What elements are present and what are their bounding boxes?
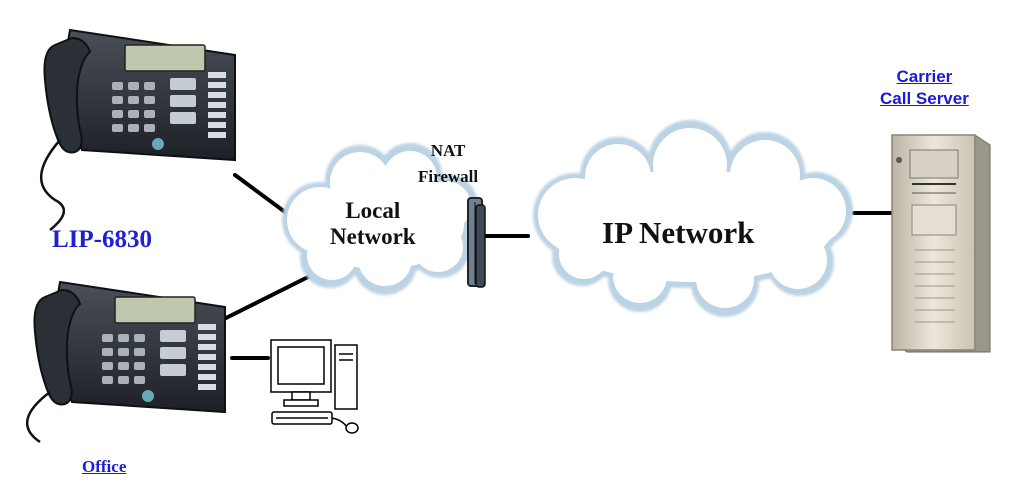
local-network-line-2: Network	[330, 224, 416, 249]
ip-network-cloud	[533, 120, 853, 317]
carrier-call-server-label[interactable]: Carrier Call Server	[880, 66, 969, 110]
phone-office-icon	[25, 280, 226, 444]
firewall-icon	[467, 197, 486, 288]
call-server-icon	[891, 134, 991, 353]
carrier-link[interactable]: Carrier	[896, 67, 953, 86]
local-network-cloud	[282, 143, 478, 295]
nat-label: NAT	[430, 141, 466, 160]
nat-firewall-label: NAT Firewall	[418, 138, 478, 190]
phone-lip-6830-icon	[39, 28, 236, 231]
office-link[interactable]: Office	[82, 457, 127, 476]
wire-phone2-local	[220, 270, 320, 322]
desktop-computer-icon	[270, 339, 359, 434]
connection-lines	[220, 173, 894, 360]
phone-model-label: LIP-6830	[52, 226, 152, 253]
local-network-line-1: Local	[345, 198, 401, 223]
local-network-label: Local Network	[330, 198, 416, 250]
call-server-link[interactable]: Call Server	[880, 89, 969, 108]
wire-phone1-local	[233, 173, 287, 214]
firewall-label: Firewall	[418, 167, 479, 186]
ip-network-label: IP Network	[602, 215, 755, 250]
